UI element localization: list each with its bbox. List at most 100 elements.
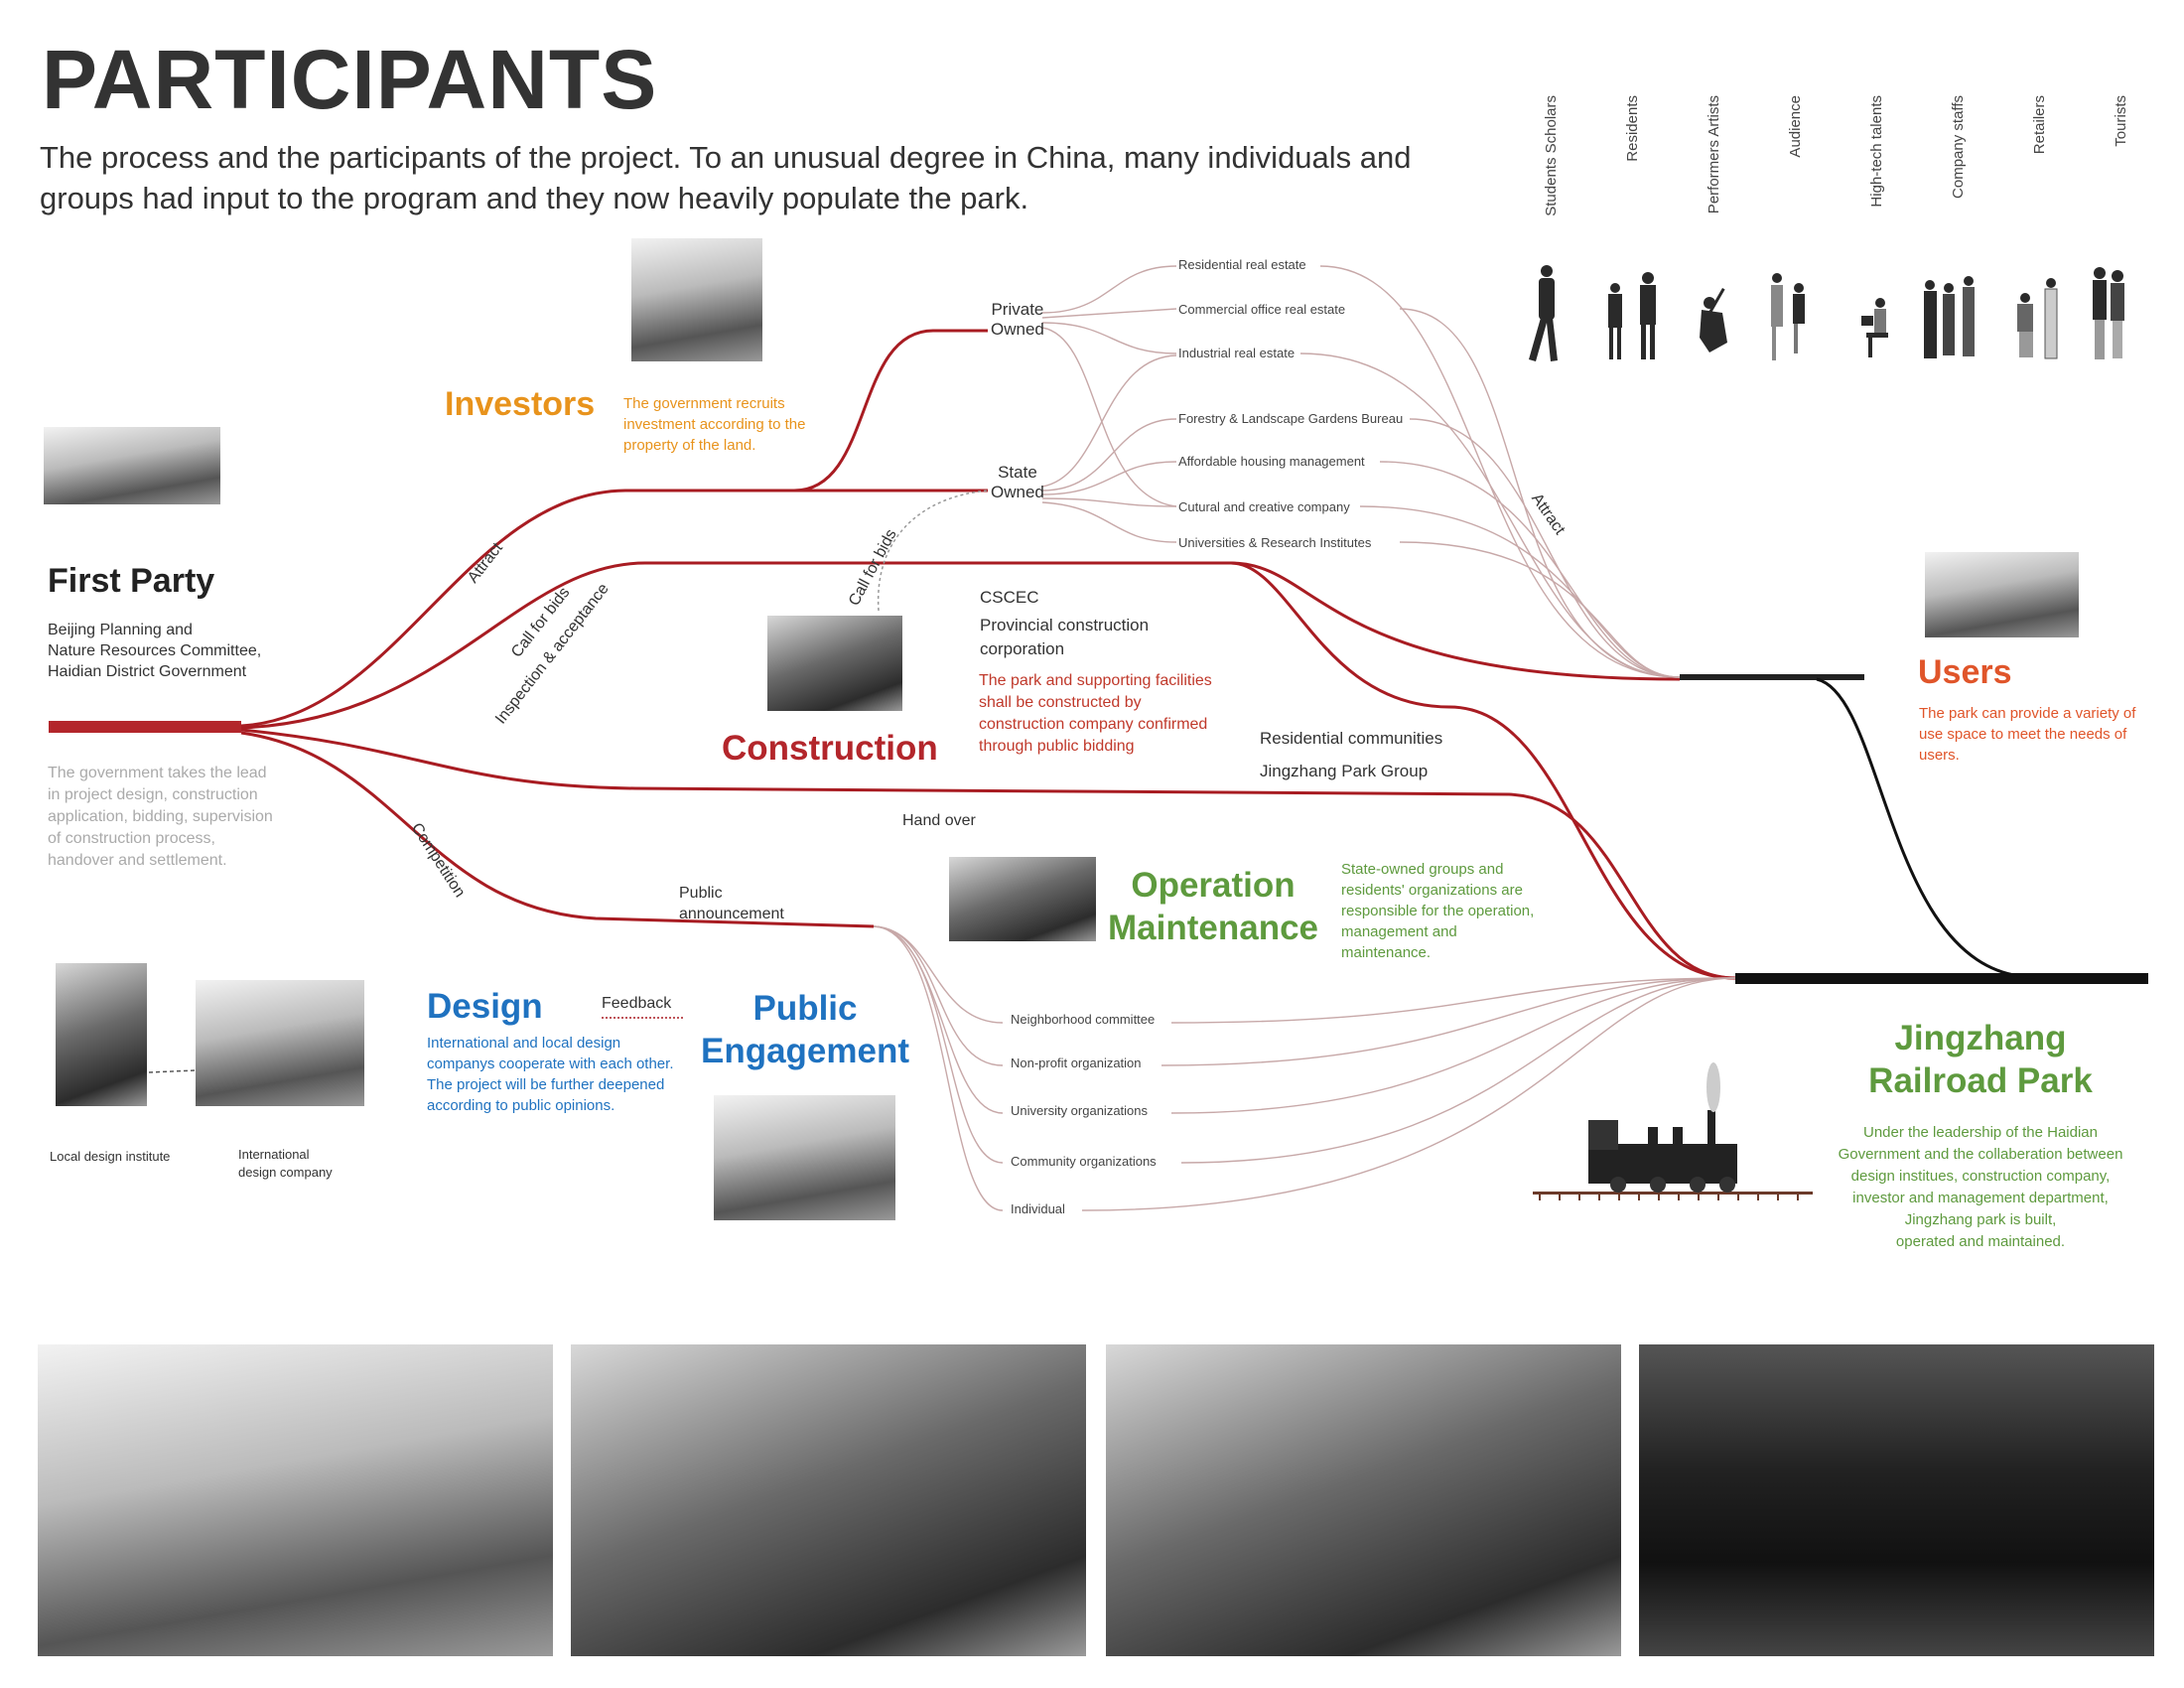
investor-type: Commercial office real estate: [1178, 302, 1346, 317]
figure-performers: [1700, 287, 1727, 352]
investors-building-photo: [631, 238, 762, 361]
user-type: Students Scholars: [1543, 95, 1560, 216]
member-line: Beijing Planning and: [48, 622, 193, 638]
bottom-photo-railway-walk: [38, 1344, 553, 1656]
page-title: PARTICIPANTS: [42, 33, 658, 126]
desc-line: Government and the collaberation between: [1838, 1146, 2123, 1163]
flow-line-attract: [240, 489, 988, 728]
users-bar: [1680, 674, 1864, 680]
figure-company-staffs: [1924, 276, 1975, 358]
government-building-photo: [44, 427, 220, 504]
engagement-group: Individual: [1011, 1201, 1065, 1216]
investor-type: Affordable housing management: [1178, 454, 1365, 469]
investor-type: Residential real estate: [1178, 257, 1306, 272]
investor-type: Cutural and creative company: [1178, 499, 1350, 514]
member-line: Nature Resources Committee,: [48, 642, 262, 659]
node-line: Owned: [991, 483, 1044, 501]
company: CSCEC: [980, 588, 1039, 607]
user-type: Tourists: [2113, 95, 2129, 147]
node-line: State: [998, 463, 1037, 482]
company: Provincial construction corporation: [980, 616, 1150, 658]
member-line: Haidian District Government: [48, 663, 247, 680]
international-design-photo: [196, 980, 364, 1106]
desc-line: Jingzhang park is built,: [1904, 1211, 2057, 1228]
title-line: Railroad Park: [1868, 1061, 2093, 1100]
desc-line: design institues, construction company,: [1850, 1168, 2111, 1185]
flow-line-competition: [240, 731, 875, 928]
users-photo: [1925, 552, 2079, 637]
engagement-group: Non-profit organization: [1011, 1055, 1142, 1070]
construction-companies: CSCEC Provincial construction corporatio…: [980, 586, 1178, 661]
user-type: Residents: [1624, 95, 1641, 162]
investor-type: Universities & Research Institutes: [1178, 535, 1372, 550]
flow-line-call-for-bids: [240, 561, 1681, 730]
user-figures: [1529, 265, 2124, 361]
users-title: Users: [1918, 653, 2012, 691]
user-type: Performers Artists: [1706, 95, 1722, 214]
label-line: Public: [679, 885, 723, 902]
public-engagement-photo: [714, 1095, 895, 1220]
users-description: The park can provide a variety of use sp…: [1919, 705, 2136, 764]
user-type: High-tech talents: [1868, 95, 1885, 208]
investor-type: Industrial real estate: [1178, 346, 1296, 360]
users-park-link: [1816, 677, 2036, 979]
investors-description: The government recruits investment accor…: [623, 395, 806, 454]
figure-students: [1529, 265, 1558, 361]
user-type: Company staffs: [1950, 95, 1967, 199]
intl-design-caption: International design company: [238, 1146, 333, 1182]
title-line: Maintenance: [1108, 909, 1318, 947]
design-description: International and local design companys …: [427, 1035, 674, 1114]
park-bar: [1735, 973, 2148, 984]
page-subtitle: The process and the participants of the …: [40, 140, 1412, 215]
operation-groups: Residential communities Jingzhang Park G…: [1260, 722, 1442, 787]
title-line: Operation: [1131, 866, 1296, 905]
operation-description: State-owned groups and residents' organi…: [1341, 861, 1535, 961]
user-type: Audience: [1787, 95, 1804, 158]
user-type-labels: Students Scholars Residents Performers A…: [1543, 95, 2138, 244]
engagement-group: Community organizations: [1011, 1154, 1157, 1169]
construction-description: The park and supporting facilities shall…: [979, 672, 1212, 755]
label-feedback: Feedback: [602, 995, 672, 1012]
flow-line-construction-park: [1230, 561, 1736, 980]
figure-retailers: [2017, 278, 2058, 359]
label-public-announcement: Public announcement: [679, 883, 784, 924]
node-line: Owned: [991, 320, 1044, 339]
bottom-photo-conference-room: [1639, 1344, 2154, 1656]
first-party-members: Beijing Planning and Nature Resources Co…: [48, 620, 261, 682]
node-line: Private: [991, 300, 1044, 319]
investors-title: Investors: [445, 385, 596, 423]
caption-line: International: [238, 1147, 310, 1162]
title-line: Engagement: [700, 1032, 910, 1070]
bottom-photo-park-planting: [1106, 1344, 1621, 1656]
figure-hightech: [1861, 298, 1888, 357]
construction-photo: [767, 616, 902, 711]
local-design-caption: Local design institute: [50, 1149, 171, 1164]
desc-line: Under the leadership of the Haidian: [1863, 1124, 2098, 1141]
flow-line-handover: [240, 728, 1736, 980]
train-icon: [1533, 1062, 1813, 1200]
caption-line: design company: [238, 1165, 333, 1180]
engagement-group: Neighborhood committee: [1011, 1012, 1156, 1027]
desc-line: operated and maintained.: [1895, 1233, 2066, 1250]
figure-audience: [1771, 273, 1805, 360]
call-for-bids-dashed: [877, 490, 989, 612]
local-design-photo: [56, 963, 147, 1106]
label-hand-over: Hand over: [902, 812, 976, 829]
figure-tourists: [2093, 267, 2124, 359]
desc-line: investor and management department,: [1852, 1190, 2109, 1206]
operation-group: Jingzhang Park Group: [1260, 762, 1429, 780]
first-party-bar: [49, 721, 241, 733]
bottom-photo-public-meeting: [571, 1344, 1086, 1656]
design-link-dashed: [148, 1069, 197, 1073]
first-party-title: First Party: [48, 562, 215, 600]
engagement-group: University organizations: [1011, 1103, 1149, 1118]
title-line: Public: [752, 989, 858, 1028]
operation-photo: [949, 857, 1096, 941]
investor-type: Forestry & Landscape Gardens Bureau: [1178, 411, 1404, 426]
flow-line-private: [793, 329, 988, 492]
